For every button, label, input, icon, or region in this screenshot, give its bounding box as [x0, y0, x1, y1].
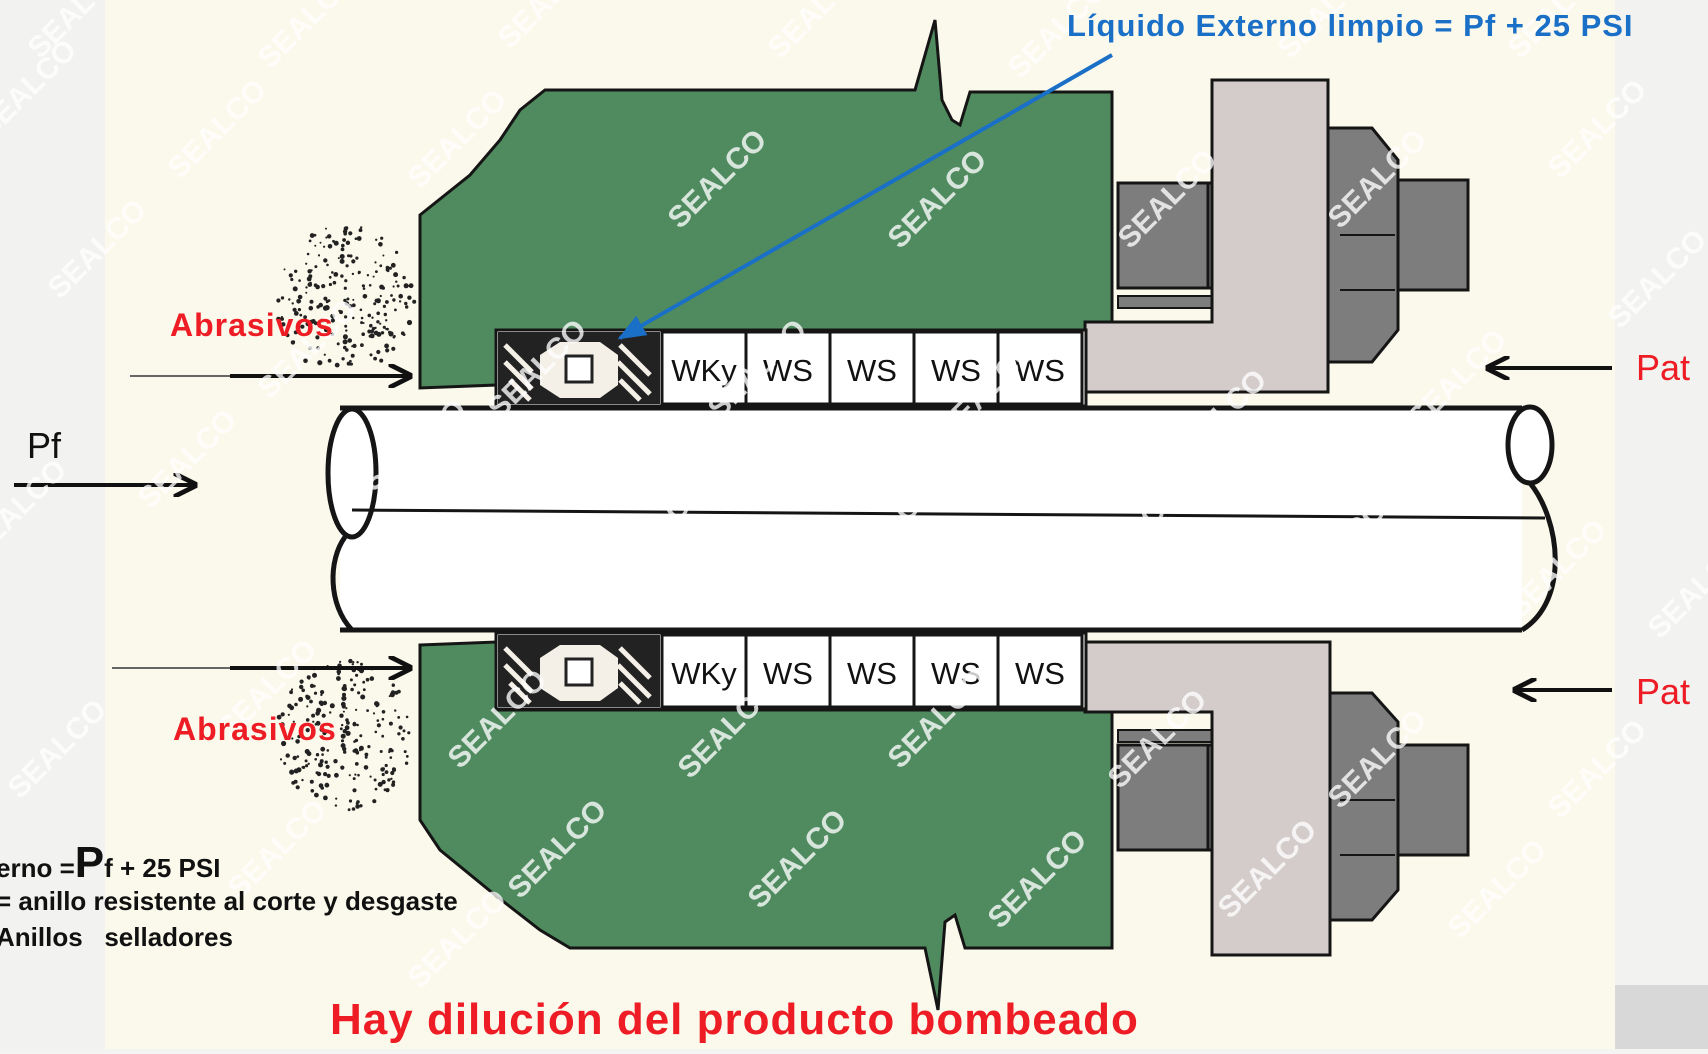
abrasives-label-top: Abrasivos — [170, 307, 334, 343]
packing-ring-label-top-1: WKy — [671, 353, 737, 388]
gland-bottom — [1083, 640, 1332, 957]
legend-line-1-big: P — [74, 838, 105, 887]
abrasive-particles-top — [276, 226, 417, 368]
packing-ring-label-bottom-1: WKy — [671, 656, 737, 691]
pat-label-top: Pat — [1636, 347, 1691, 388]
callout-arrow — [617, 53, 1113, 340]
legend-line-1-prefix: erno = — [0, 853, 75, 883]
footer-caption: Hay dilución del producto bombeado — [330, 995, 1139, 1044]
abrasive-particles-bottom — [276, 658, 411, 812]
packing-ring-label-top-2: WS — [763, 353, 813, 388]
packing-ring-bottom-5 — [996, 633, 1084, 709]
packing-ring-label-bottom-4: WS — [931, 656, 981, 691]
packing-rings-top: WKy WS WS WS WS — [660, 330, 1084, 406]
packing-ring-bottom-4 — [912, 633, 1000, 709]
packing-rings-bottom: WKy WS WS WS WS — [660, 633, 1084, 709]
packing-ring-label-bottom-2: WS — [763, 656, 813, 691]
external-liquid-label: Líquido Externo limpio = Pf + 25 PSI — [1067, 8, 1634, 43]
packing-ring-label-top-5: WS — [1015, 353, 1065, 388]
pf-label: Pf — [27, 425, 62, 466]
packing-ring-top-3 — [828, 330, 916, 406]
lantern-ring-top — [498, 332, 660, 404]
shaft — [325, 404, 1558, 633]
legend-line-1: erno =Pf + 25 PSI — [0, 838, 220, 888]
pat-label-bottom: Pat — [1636, 671, 1691, 712]
packing-ring-label-top-3: WS — [847, 353, 897, 388]
legend-line-3: Anillos selladores — [0, 922, 233, 952]
packing-ring-top-5 — [996, 330, 1084, 406]
nut-top — [1326, 126, 1470, 364]
packing-ring-top-2 — [744, 330, 832, 406]
legend-line-2: = anillo resistente al corte y desgaste — [0, 886, 458, 916]
nut-bottom — [1328, 691, 1470, 922]
packing-ring-label-top-4: WS — [931, 353, 981, 388]
packing-ring-label-bottom-3: WS — [847, 656, 897, 691]
packing-ring-top-1 — [660, 330, 748, 406]
packing-ring-label-bottom-5: WS — [1015, 656, 1065, 691]
legend-line-1-suffix: f + 25 PSI — [104, 853, 221, 883]
corner-panel — [1615, 985, 1708, 1049]
lantern-ring-bottom — [498, 635, 660, 707]
abrasives-label-bottom: Abrasivos — [173, 711, 337, 747]
